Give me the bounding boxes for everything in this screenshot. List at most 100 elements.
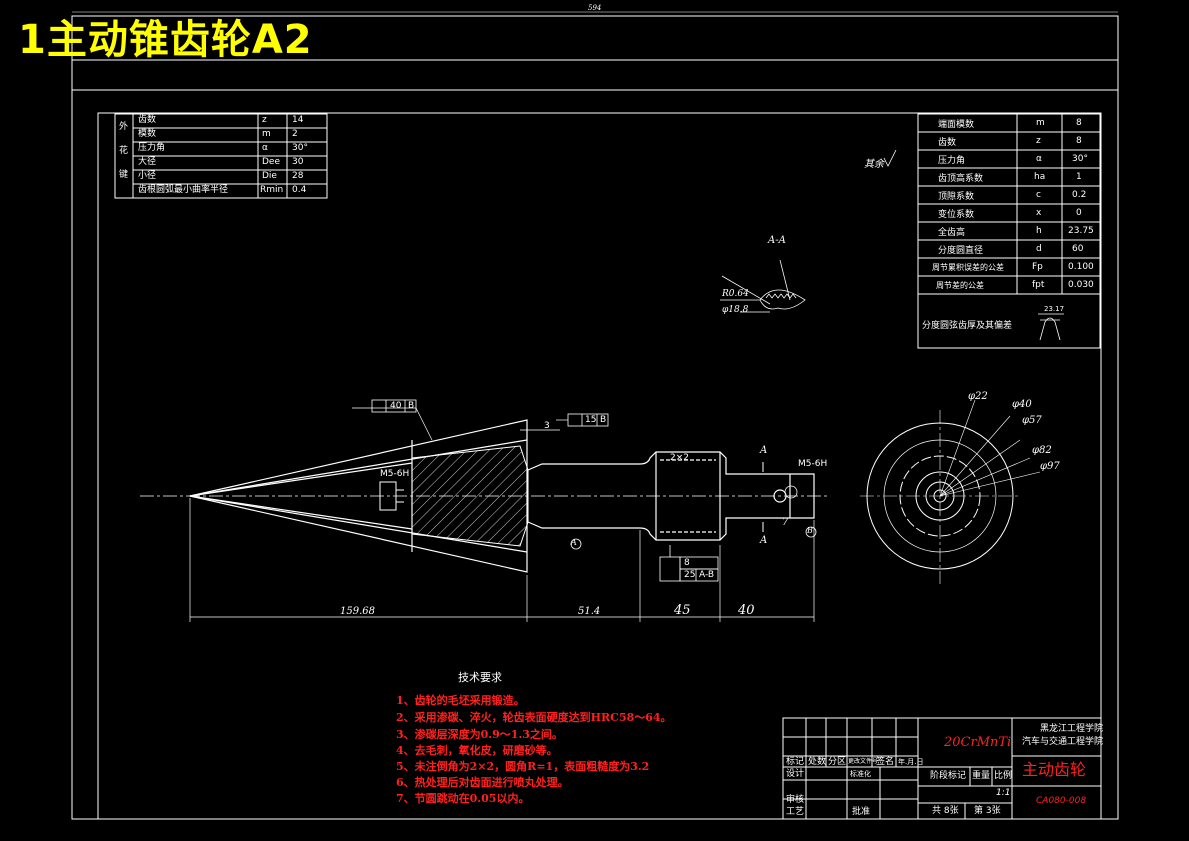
gear-row-value: 30° xyxy=(1072,154,1088,164)
tolerance-value-1: 40 xyxy=(390,401,402,411)
section-aa-label: A-A xyxy=(768,235,786,246)
sheets-total: 共 8张 xyxy=(932,806,959,816)
gear-row-symbol: h xyxy=(1036,226,1042,236)
gear-row-value: 23.75 xyxy=(1068,226,1094,236)
spline-row-name: 压力角 xyxy=(138,143,166,153)
gear-row-value: 8 xyxy=(1076,136,1082,146)
spline-row-value: 30° xyxy=(292,143,308,153)
length-cone: 159.68 xyxy=(340,606,375,617)
length-45: 45 xyxy=(674,603,691,618)
circle-dim: φ40 xyxy=(1012,399,1032,410)
section-aa-view xyxy=(720,259,806,313)
spline-row-value: 0.4 xyxy=(292,185,307,195)
gear-row-value: 1 xyxy=(1076,172,1082,182)
gear-row-symbol: ha xyxy=(1034,172,1046,182)
gear-row-symbol: z xyxy=(1036,136,1041,146)
spline-side-label: 键 xyxy=(119,170,129,180)
spline-row-symbol: Dee xyxy=(262,157,281,167)
tb-label: 批准 xyxy=(852,807,871,817)
gear-row-name: 分度圆直径 xyxy=(938,246,984,256)
gear-row-symbol: Fp xyxy=(1032,262,1043,272)
roughness-mark xyxy=(883,149,897,167)
circle-dim: φ57 xyxy=(1022,415,1042,426)
spline-row-symbol: Rmin xyxy=(260,185,284,195)
spline-row-symbol: Die xyxy=(262,171,277,181)
gear-row-symbol: c xyxy=(1036,190,1041,200)
gear-row-value: 0.100 xyxy=(1068,262,1094,272)
tolerance-frames xyxy=(371,399,719,582)
scale-value: 1:1 xyxy=(996,788,1011,798)
requirement-item: 2、采用渗碳、淬火，轮齿表面硬度达到HRC58～64。 xyxy=(396,711,672,724)
gear-row-name: 顶隙系数 xyxy=(938,192,975,202)
spline-row-name: 齿根圆弧最小曲率半径 xyxy=(138,185,229,195)
gear-row-name: 齿数 xyxy=(938,138,957,148)
tb-label: 标准化 xyxy=(850,770,871,778)
tb-label: 签名 xyxy=(876,757,895,767)
tb-label: 设计 xyxy=(786,769,805,779)
circle-dim: φ22 xyxy=(968,391,988,402)
gear-row-value: 8 xyxy=(1076,118,1082,128)
top-dimension: 594 xyxy=(588,4,602,12)
tb-label: 审核 xyxy=(786,795,805,805)
inner-frame xyxy=(97,112,1102,820)
end-view xyxy=(860,399,1041,584)
tb-label: 工艺 xyxy=(786,807,805,817)
gear-row-name: 端面模数 xyxy=(938,120,975,130)
sheet-number: 第 3张 xyxy=(974,806,1001,816)
tolerance-ref-1: B xyxy=(408,401,415,411)
requirement-item: 7、节圆跳动在0.05以内。 xyxy=(396,792,530,805)
gear-row-name: 齿顶高系数 xyxy=(938,174,984,184)
small-dim-7: 7 xyxy=(782,517,789,528)
requirement-item: 4、去毛刺，氧化皮，研磨砂等。 xyxy=(396,744,558,757)
gear-row-value: 0.030 xyxy=(1068,280,1094,290)
requirement-item: 3、渗碳层深度为0.9～1.3之间。 xyxy=(396,728,563,741)
tooth-thickness-sketch xyxy=(1038,313,1064,341)
requirement-item: 5、未注倒角为2×2，圆角R=1，表面粗糙度为3.2 xyxy=(396,760,650,773)
spline-row-symbol: α xyxy=(262,143,268,153)
tolerance-ref-2: B xyxy=(600,415,607,425)
spline-row-value: 2 xyxy=(292,129,298,139)
tb-label: 年.月.日 xyxy=(898,758,924,766)
tb-label: 阶段标记 xyxy=(930,771,967,781)
gear-row-symbol: x xyxy=(1036,208,1042,218)
spline-row-value: 14 xyxy=(292,115,304,125)
length-shaft: 51.4 xyxy=(578,606,601,617)
gear-thickness-value: 23.17 xyxy=(1044,305,1065,313)
section-dim: φ18.8 xyxy=(722,305,749,315)
tolerance-ref-3: A-B xyxy=(699,570,715,580)
tb-label: 重量 xyxy=(972,771,991,781)
gear-row-name: 周节累积误差的公差 xyxy=(932,263,1004,272)
requirement-item: 1、齿轮的毛坯采用锻造。 xyxy=(396,694,525,707)
rest-roughness-label: 其余 xyxy=(864,159,884,170)
spline-row-name: 模数 xyxy=(138,129,157,139)
step-dim: 3 xyxy=(544,421,550,431)
gear-row-value: 60 xyxy=(1072,244,1084,254)
requirements-title: 技术要求 xyxy=(458,671,502,684)
datum-b-label: B xyxy=(807,526,813,535)
gear-row-name: 压力角 xyxy=(938,156,966,166)
circle-dim: φ82 xyxy=(1032,445,1052,456)
spline-row-symbol: m xyxy=(262,129,271,139)
spline-row-name: 小径 xyxy=(138,171,157,181)
material-label: 20CrMnTi xyxy=(944,735,1012,750)
drawing-number: CA080-008 xyxy=(1036,796,1087,806)
tb-label: 处数 xyxy=(808,757,827,767)
title-block-grid xyxy=(782,717,1102,820)
gear-row-value: 0 xyxy=(1076,208,1082,218)
school-name-1: 黑龙江工程学院 xyxy=(1040,724,1104,734)
tolerance-value-2: 15 xyxy=(585,415,597,425)
length-40: 40 xyxy=(738,603,755,618)
thread-spec-2: M5-6H xyxy=(380,469,410,479)
dimension-lines xyxy=(189,407,815,622)
shaft xyxy=(527,451,815,541)
datum-a-label: A xyxy=(571,538,577,547)
cone-section-hatch xyxy=(411,445,529,547)
part-name: 主动齿轮 xyxy=(1022,760,1087,779)
gear-row-symbol: d xyxy=(1036,244,1042,254)
circle-dim: φ97 xyxy=(1040,461,1060,472)
tolerance-value-3a: 8 xyxy=(684,558,690,568)
spline-row-name: 大径 xyxy=(138,157,157,167)
school-name-2: 汽车与交通工程学院 xyxy=(1022,737,1104,747)
gear-row-value: 0.2 xyxy=(1072,190,1087,200)
